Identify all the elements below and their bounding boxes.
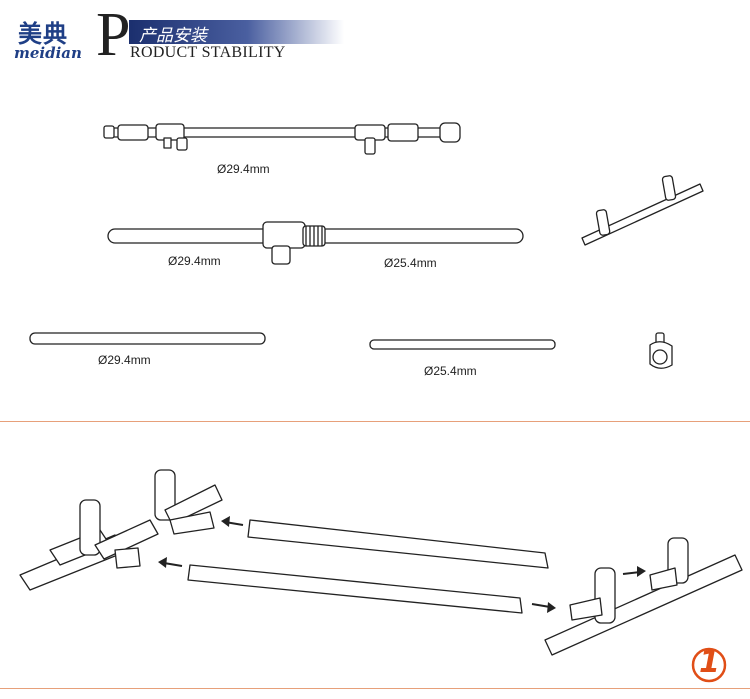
dimension-label: Ø29.4mm xyxy=(98,353,151,367)
dimension-label: Ø29.4mm xyxy=(168,254,221,268)
caster-wheel xyxy=(649,332,673,369)
header-big-letter: P xyxy=(96,1,131,69)
logo-chinese: 美典 xyxy=(18,19,68,48)
dimension-label: Ø29.4mm xyxy=(217,162,270,176)
center-pipe-upper xyxy=(247,519,549,569)
part-pipe-29 xyxy=(29,332,266,345)
step-number: 1 xyxy=(699,645,720,680)
part-assembled-frame-small xyxy=(581,175,704,246)
dimension-label: Ø25.4mm xyxy=(424,364,477,378)
part-pipe-25 xyxy=(369,339,556,350)
right-frame-assembly xyxy=(544,537,743,656)
part-pipe-with-t-connector xyxy=(107,221,524,265)
center-pipe-lower xyxy=(187,564,523,614)
header-subtitle: RODUCT STABILITY xyxy=(130,44,286,61)
arrow-group xyxy=(158,516,646,613)
section-divider xyxy=(0,688,750,689)
header-banner xyxy=(129,20,344,44)
dimension-label: Ø25.4mm xyxy=(384,256,437,270)
section-divider xyxy=(0,421,750,422)
step-number-badge: 1 xyxy=(691,645,727,683)
step-circle-icon xyxy=(691,647,727,683)
left-frame-assembly xyxy=(19,469,223,591)
banner-title: 产品安装 xyxy=(139,26,207,46)
part-long-pipe-with-connectors xyxy=(103,122,461,155)
logo-english: meidian xyxy=(14,44,82,62)
